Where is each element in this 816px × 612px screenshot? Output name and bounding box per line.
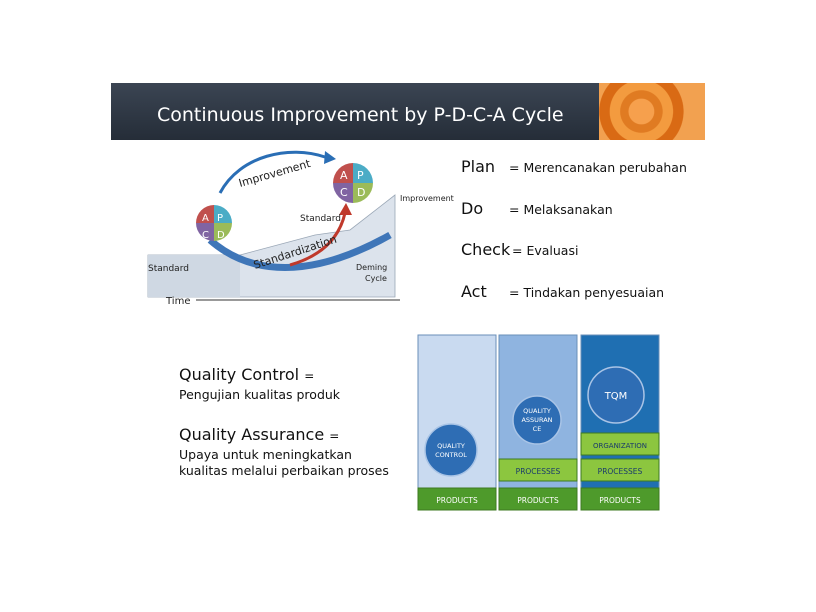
quality-control-column: [417, 334, 497, 511]
quality-assurance-description-line2: kualitas melalui perbaikan proses: [179, 463, 389, 478]
act-term: Act: [461, 282, 487, 301]
standardization-arrowhead: [339, 203, 352, 215]
wheel-act-quadrant: [333, 163, 353, 183]
qa-circle-label-2: ASSURAN: [521, 416, 552, 424]
qa-circle-label-1: QUALITY: [523, 407, 551, 415]
deming-label-2: Cycle: [365, 274, 387, 283]
wheel-p-label: P: [217, 213, 223, 224]
quality-assurance-heading: Quality Assurance =: [179, 425, 339, 444]
products-label-2: PRODUCTS: [517, 496, 559, 505]
slide-title: Continuous Improvement by P-D-C-A Cycle: [157, 104, 564, 126]
products-block-3: [580, 487, 660, 511]
wheel-d-label: D: [217, 230, 225, 241]
organization-label: ORGANIZATION: [593, 442, 647, 450]
do-meaning: = Melaksanakan: [509, 202, 613, 217]
wheel-act-quadrant: [196, 205, 214, 223]
pdca-wheel-large: [333, 163, 373, 203]
wheel-d-label: D: [357, 186, 365, 199]
time-label: Time: [165, 296, 190, 307]
act-meaning: = Tindakan penyesuaian: [509, 285, 665, 300]
quality-control-equals: =: [304, 369, 315, 383]
wheel-plan-quadrant: [214, 205, 232, 223]
deming-label-1: Deming: [356, 263, 387, 272]
qc-circle-label-2: CONTROL: [435, 451, 467, 459]
quality-control-title: Quality Control: [179, 365, 300, 384]
title-decoration: [599, 83, 705, 140]
wheel-a-label: A: [340, 169, 348, 182]
wheel-do-quadrant: [353, 183, 373, 203]
processes-label-2: PROCESSES: [598, 467, 643, 476]
title-bar: [111, 83, 705, 140]
improvement-arrowhead: [324, 151, 336, 164]
standard-high-label: Standard: [300, 214, 341, 224]
improvement-axis-label: Improvement: [400, 194, 454, 203]
do-term: Do: [461, 199, 484, 218]
wheel-check-quadrant: [333, 183, 353, 203]
standard-low-label: Standard: [148, 264, 189, 274]
improvement-arc-label: Improvement: [237, 157, 312, 190]
improvement-arrow: [218, 150, 326, 194]
wheel-plan-quadrant: [353, 163, 373, 183]
qc-circle-label-1: QUALITY: [437, 442, 465, 450]
products-label-3: PRODUCTS: [599, 496, 641, 505]
check-meaning: = Evaluasi: [512, 243, 579, 258]
quality-control-heading: Quality Control =: [179, 365, 314, 384]
wheel-c-label: C: [340, 186, 348, 199]
qa-circle-label-3: CE: [533, 425, 542, 433]
tqm-evolution-diagram: PRODUCTS PRODUCTS PRODUCTS PROCESSES PRO…: [417, 334, 660, 511]
processes-label-1: PROCESSES: [516, 467, 561, 476]
quality-assurance-circle: [512, 395, 562, 445]
pdca-wheel-small: [196, 205, 232, 241]
wheel-c-label: C: [202, 230, 209, 241]
wave-arrow: [207, 231, 392, 271]
wheel-do-quadrant: [214, 223, 232, 241]
wheel-check-quadrant: [196, 223, 214, 241]
tqm-circle-label: TQM: [604, 391, 628, 402]
quality-assurance-equals: =: [329, 429, 340, 443]
wheel-a-label: A: [202, 213, 209, 224]
products-label-1: PRODUCTS: [436, 496, 478, 505]
pdca-cycle-diagram: A P C D A P C D Improvement Standardizat…: [147, 150, 454, 307]
processes-block-2: [580, 458, 660, 482]
wheel-p-label: P: [357, 169, 364, 182]
quality-control-circle: [424, 423, 478, 477]
quality-control-description: Pengujian kualitas produk: [179, 387, 341, 402]
quality-assurance-description-line1: Upaya untuk meningkatkan: [179, 447, 352, 462]
plan-meaning: = Merencanakan perubahan: [509, 160, 687, 175]
tqm-circle: [587, 366, 645, 424]
check-term: Check: [461, 240, 511, 259]
plan-term: Plan: [461, 157, 496, 176]
products-block-1: [417, 487, 497, 511]
products-block-2: [498, 487, 578, 511]
standardization-arrow: [289, 212, 347, 267]
quality-assurance-title: Quality Assurance: [179, 425, 325, 444]
organization-block: [580, 432, 660, 456]
processes-block-1: [498, 458, 578, 482]
ramp-base: [148, 255, 240, 297]
